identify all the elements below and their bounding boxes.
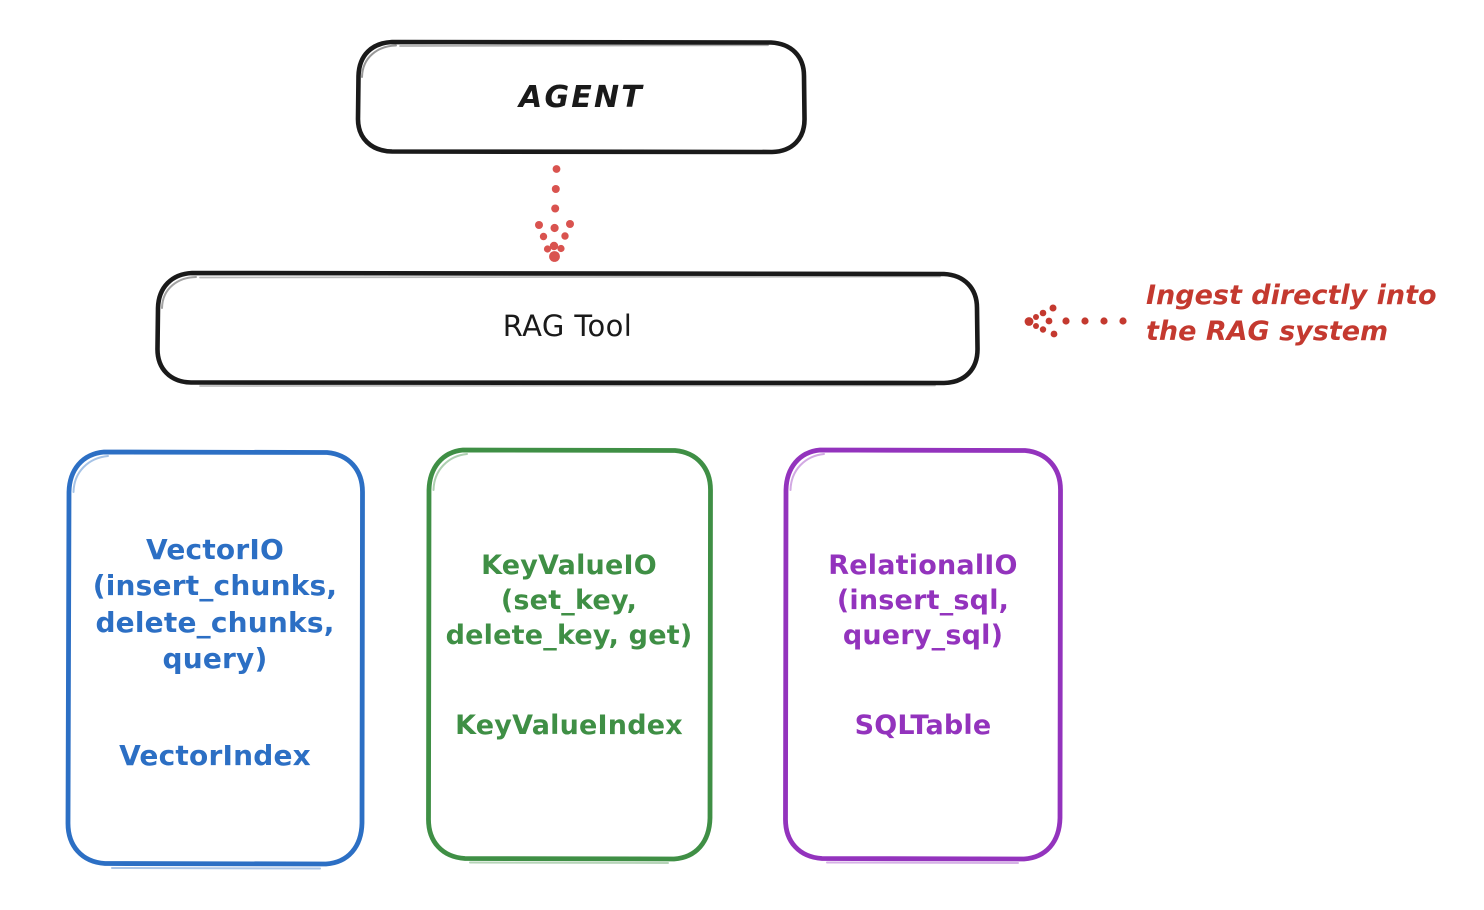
vector-io-node-shape[interactable]: [65, 449, 365, 870]
key-value-io-node-shape[interactable]: [426, 447, 713, 864]
rag-tool-node-label: RAG Tool: [502, 309, 633, 343]
relational-io-api-label: RelationalIO (insert_sql, query_sql): [828, 550, 1018, 652]
vector-io-api-label: VectorIO (insert_chunks, delete_chunks, …: [92, 533, 338, 676]
rag-tool-node-shape[interactable]: [155, 270, 980, 387]
agent-node-shape[interactable]: [355, 39, 807, 155]
agent-node-label: AGENT: [519, 80, 644, 115]
key-value-io-index-label: KeyValueIndex: [455, 710, 683, 741]
vector-io-index-label: VectorIndex: [119, 739, 311, 772]
ingest-note-arrow: [1024, 304, 1127, 338]
relational-io-index-label: SQLTable: [854, 710, 992, 741]
relational-io-node-shape[interactable]: [783, 447, 1063, 864]
ingest-note-annotation: Ingest directly into the RAG system: [1146, 280, 1437, 348]
key-value-io-api-label: KeyValueIO (set_key, delete_key, get): [445, 550, 693, 652]
agent-to-rag-arrow: [535, 165, 574, 262]
